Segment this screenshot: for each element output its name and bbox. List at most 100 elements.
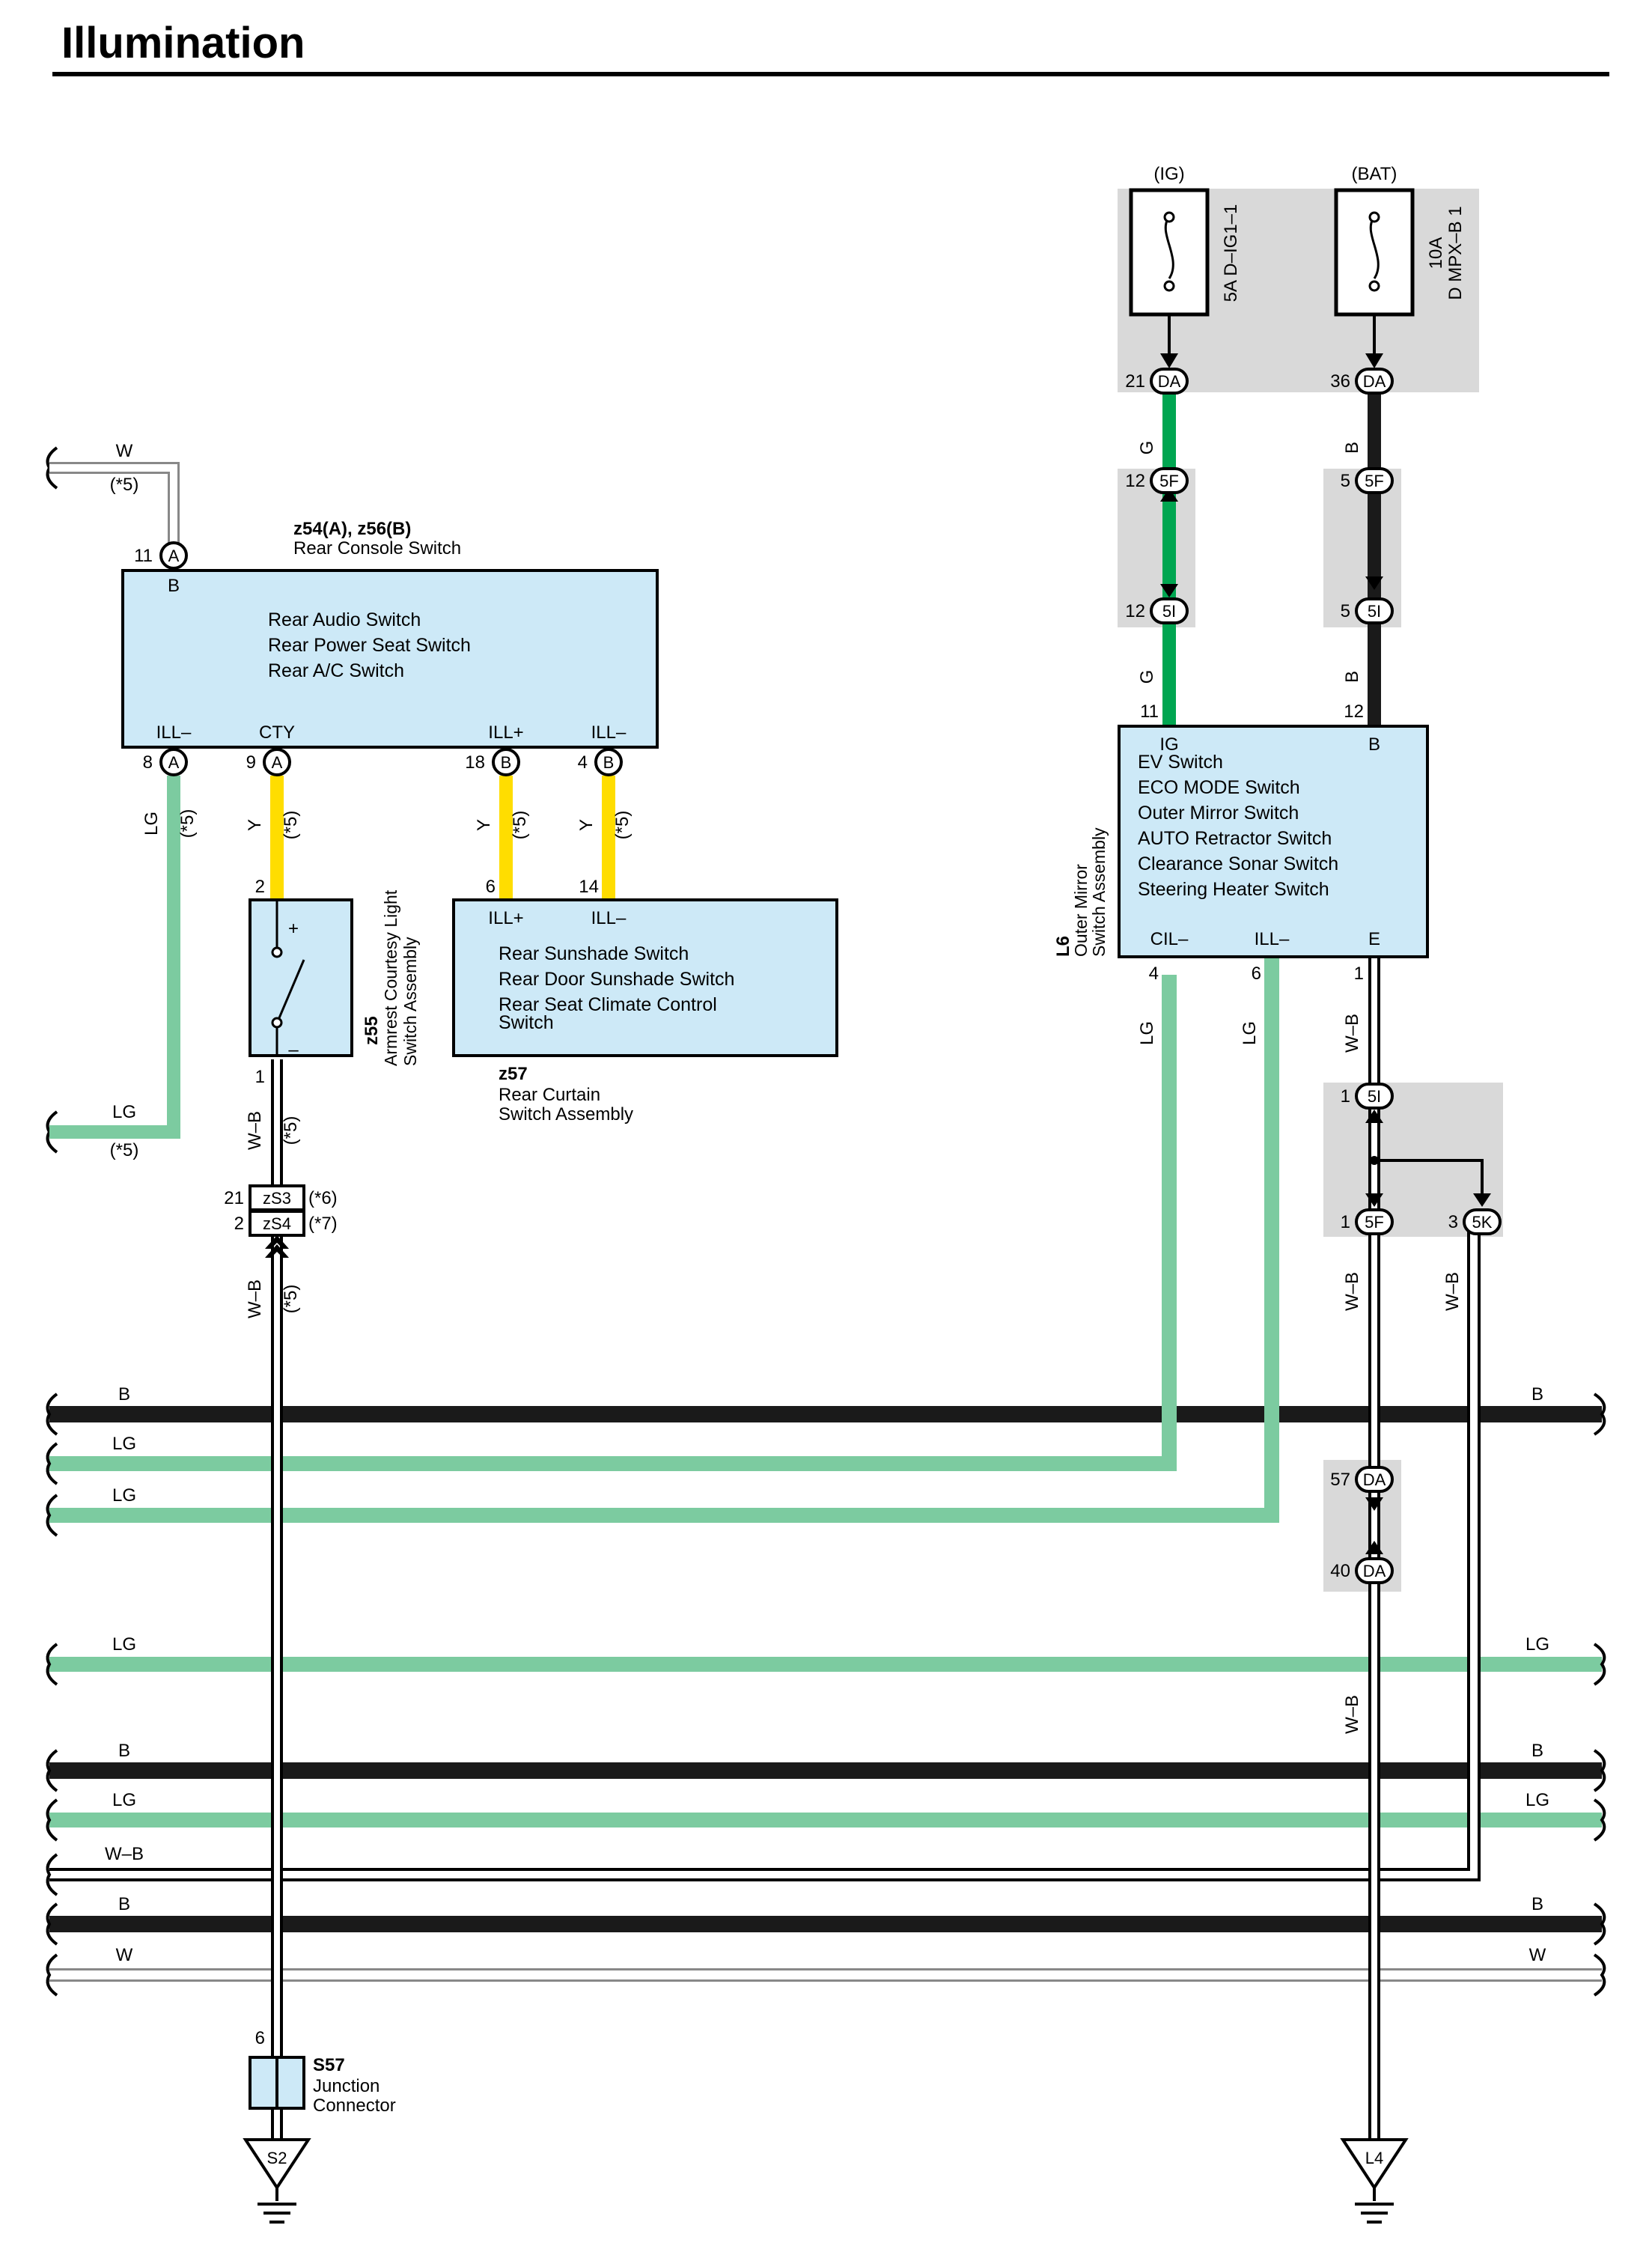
z57-term-ill-minus: ILL– (591, 908, 627, 928)
connector-5f-g: 5F (1150, 467, 1189, 494)
rear-console-switch-box (121, 569, 659, 749)
l6-id: L6 (1053, 936, 1073, 957)
power-label-ig: (IG) (1153, 164, 1184, 184)
connector-5i-wb: 5I (1355, 1083, 1394, 1110)
wire-label-wb-6: W–B (1342, 1695, 1362, 1734)
bus-wire-lg-2 (49, 957, 1279, 1523)
l6-term-ig: IG (1159, 734, 1178, 755)
connector-pin-b18: B (492, 748, 520, 776)
bus-label-b-right-3: B (1531, 1894, 1543, 1914)
connector-pin-a8: A (159, 748, 188, 776)
fuse-icon-5a (1129, 188, 1210, 317)
bus-label-lg-3-left: LG (112, 1634, 136, 1655)
l6-name-2: Switch Assembly (1089, 827, 1109, 957)
pin-label-5f-1: 1 (1341, 1212, 1350, 1232)
connector-pin-b4: B (594, 748, 623, 776)
l6-line-1: EV Switch (1138, 752, 1223, 773)
l6-line-6: Steering Heater Switch (1138, 879, 1329, 900)
pin-label-da36: 36 (1330, 371, 1350, 392)
svg-text:5I: 5I (1368, 602, 1381, 621)
connector-da21: DA (1150, 368, 1189, 395)
pin-label-a11: 11 (134, 546, 153, 566)
bus-label-b-right-1: B (1531, 1384, 1543, 1404)
wire-note-y-1: (*5) (281, 811, 301, 840)
pin-label-b18: 18 (465, 752, 485, 773)
bus-label-wb: W–B (105, 1844, 144, 1864)
z57-switch-box (452, 898, 838, 1057)
bus-label-lg-1: LG (112, 1434, 136, 1454)
fuse-label-5a: 5A D–IG1–1 (1221, 204, 1241, 302)
svg-text:A: A (272, 753, 283, 772)
connector-5f-b: 5F (1355, 467, 1394, 494)
connector-pin-a11: A (159, 541, 188, 570)
connector-zs4: zS4 (249, 1210, 305, 1237)
s57-connector-box (249, 2056, 305, 2110)
rear-console-term-ill-minus-b: ILL– (591, 722, 627, 743)
s57-name-1: Junction (313, 2076, 380, 2096)
pin-label-5i-1: 1 (1341, 1086, 1350, 1107)
z57-line-3: Rear Seat Climate Control (499, 994, 717, 1015)
z55-id: z55 (362, 1016, 382, 1045)
z55-name-2: Switch Assembly (400, 937, 420, 1066)
rear-console-term-ill-plus: ILL+ (488, 722, 523, 743)
svg-text:DA: DA (1363, 1470, 1386, 1489)
ground-label-l4: L4 (1365, 2149, 1383, 2167)
wire-note-lg-a8: (*5) (177, 809, 198, 839)
wire-lg-a8 (49, 776, 180, 1139)
bus-label-b-right-2: B (1531, 1741, 1543, 1761)
connector-da57: DA (1355, 1466, 1394, 1493)
pin-label-z57-6: 6 (486, 877, 496, 897)
svg-text:B: B (501, 753, 512, 772)
z55-switch-box (249, 898, 353, 1057)
pin-label-5f-12: 12 (1125, 471, 1145, 491)
svg-text:DA: DA (1363, 1562, 1386, 1580)
wire-label-w-top: W (116, 441, 133, 461)
pin-label-5f-5: 5 (1341, 471, 1350, 491)
svg-text:5F: 5F (1159, 472, 1179, 490)
connector-5k-wb: 5K (1463, 1208, 1502, 1235)
z55-term-plus: + (288, 919, 299, 939)
pin-label-z57-14: 14 (579, 877, 599, 897)
wire-label-wb-3: W–B (1342, 1014, 1362, 1053)
wire-label-g-1: G (1137, 441, 1157, 455)
wire-branch-5k (1374, 1159, 1484, 1198)
pin-label-zs3-21: 21 (224, 1188, 244, 1208)
z57-line-4: Switch (499, 1012, 554, 1033)
bus-label-w-right: W (1529, 1945, 1546, 1965)
pin-label-da40: 40 (1330, 1561, 1350, 1581)
connector-da40: DA (1355, 1557, 1394, 1584)
rear-console-term-ill-minus-a: ILL– (156, 722, 192, 743)
svg-text:DA: DA (1363, 372, 1386, 391)
l6-line-4: AUTO Retractor Switch (1138, 828, 1332, 849)
fuse-name-10a: D MPX–B 1 (1445, 206, 1466, 299)
s57-name-2: Connector (313, 2096, 396, 2116)
svg-text:DA: DA (1158, 372, 1181, 391)
power-label-bat: (BAT) (1352, 164, 1398, 184)
z57-name-2: Switch Assembly (499, 1104, 633, 1124)
pin-label-l6-12: 12 (1344, 702, 1364, 722)
ground-label-s2: S2 (267, 2149, 287, 2167)
l6-line-5: Clearance Sonar Switch (1138, 853, 1338, 874)
bus-label-w-left: W (116, 1945, 133, 1965)
rear-console-term-b: B (168, 576, 180, 596)
z55-name-1: Armrest Courtesy Light (381, 889, 400, 1066)
note-zs4: (*7) (308, 1214, 338, 1234)
pin-label-5k-3: 3 (1448, 1212, 1458, 1232)
l6-switch-box (1118, 725, 1429, 958)
z57-line-1: Rear Sunshade Switch (499, 943, 689, 964)
bus-label-lg-4-left: LG (112, 1790, 136, 1810)
pin-label-l6-4: 4 (1149, 964, 1159, 984)
wire-label-wb-2: W–B (245, 1279, 265, 1318)
wire-label-wb-5: W–B (1442, 1272, 1463, 1311)
wire-label-y-3: Y (576, 819, 597, 831)
wire-w-a11 (49, 462, 180, 559)
fuse-rating-10a: 10A (1426, 237, 1446, 270)
pin-label-da21: 21 (1125, 371, 1145, 392)
wire-label-wb-4: W–B (1342, 1272, 1362, 1311)
pin-label-b4: 4 (578, 752, 588, 773)
connector-pin-a9: A (263, 748, 291, 776)
svg-text:B: B (603, 753, 615, 772)
pin-label-a8: 8 (143, 752, 153, 773)
svg-text:A: A (168, 547, 180, 565)
